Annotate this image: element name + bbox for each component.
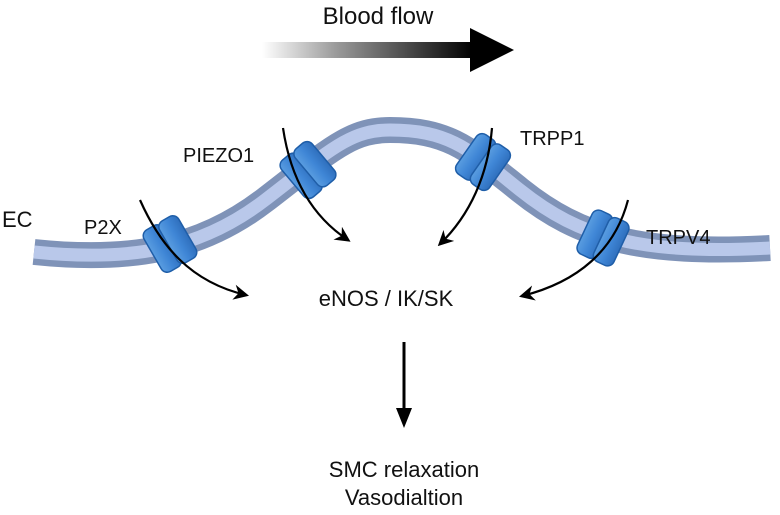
blood-flow-label: Blood flow bbox=[323, 3, 434, 30]
arrow-trpv4 bbox=[519, 199, 630, 301]
target-label: eNOS / IK/SK bbox=[319, 286, 454, 311]
ec-label: EC bbox=[2, 207, 33, 232]
arrow-piezo1 bbox=[281, 127, 351, 242]
channel-label-piezo1: PIEZO1 bbox=[183, 145, 254, 167]
outcome-line-1: SMC relaxation bbox=[329, 457, 479, 482]
channel-p2x bbox=[142, 215, 198, 273]
downstream-arrow bbox=[396, 342, 412, 428]
blood-flow-arrow bbox=[262, 28, 514, 72]
channel-label-p2x: P2X bbox=[84, 217, 122, 239]
channel-label-trpp1: TRPP1 bbox=[520, 128, 584, 150]
arrow-trpp1 bbox=[437, 127, 494, 247]
outcome-line-2: Vasodialtion bbox=[345, 485, 463, 510]
channel-label-trpv4: TRPV4 bbox=[646, 227, 710, 249]
arrow-p2x bbox=[138, 199, 249, 300]
